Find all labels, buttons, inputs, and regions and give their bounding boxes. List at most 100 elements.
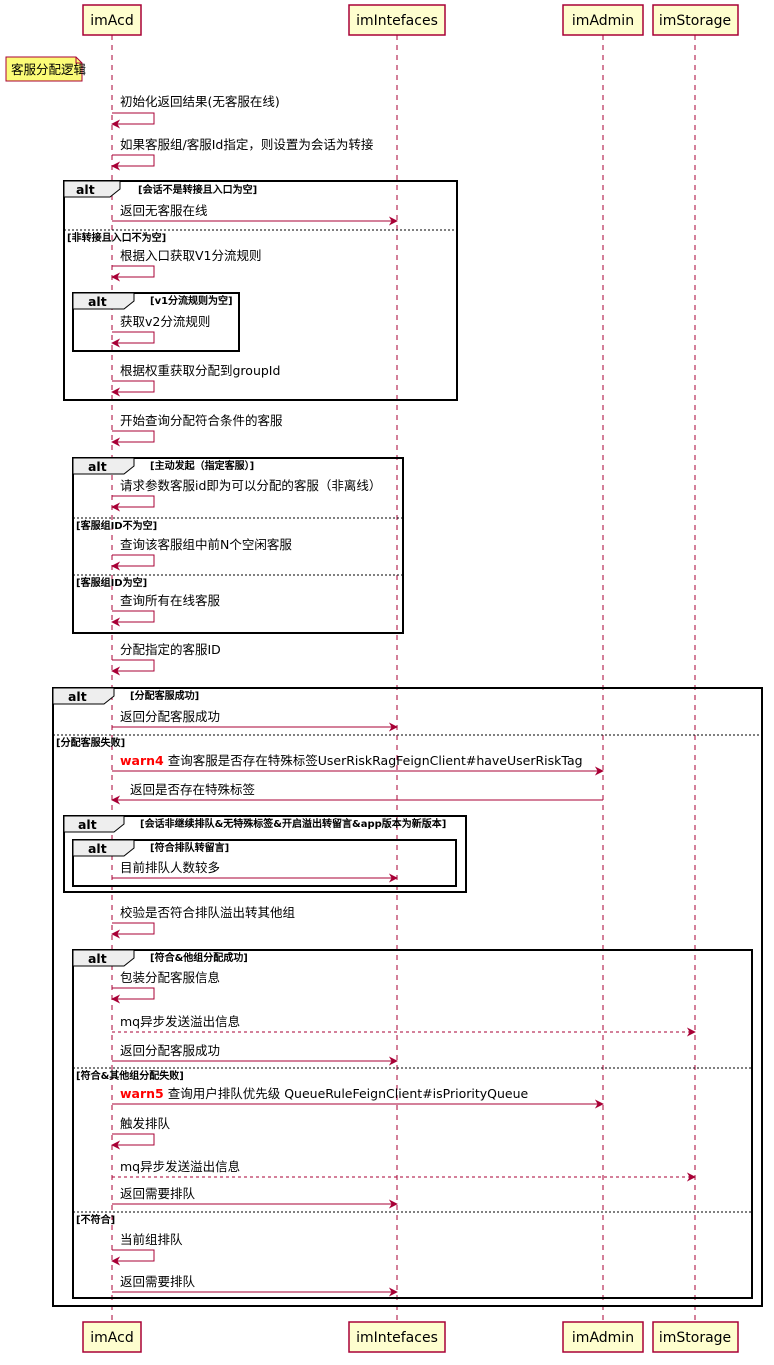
- message: 目前排队人数较多: [112, 860, 398, 883]
- self-message: 分配指定的客服ID: [111, 642, 221, 676]
- return-message: 返回是否存在特殊标签: [111, 782, 603, 805]
- alt-frame-5: alt [会话非继续排队&无特殊标签&开启溢出转留言&app版本为新版本]: [63, 815, 467, 893]
- message: warn5 查询用户排队优先级 QueueRuleFeignClient#isP…: [112, 1086, 604, 1109]
- message: 返回需要排队: [112, 1186, 398, 1209]
- message: warn4 查询客服是否存在特殊标签UserRiskRagFeignClient…: [112, 753, 604, 776]
- participant-imadmin-bottom: imAdmin: [562, 1321, 644, 1353]
- alt-frame-2: alt [v1分流规则为空]: [72, 292, 240, 352]
- alt-frame-7: alt [符合&他组分配成功] [符合&其他组分配失败] [不符合]: [72, 949, 753, 1299]
- warn-tag: warn4: [120, 753, 164, 768]
- participant-imintefaces-top: imIntefaces: [348, 4, 446, 36]
- alt-guard: [分配客服成功]: [130, 689, 199, 702]
- message-label: 获取v2分流规则: [120, 314, 210, 329]
- message-label: 查询该客服组中前N个空闲客服: [120, 537, 292, 552]
- async-message: mq异步发送溢出信息: [112, 1014, 696, 1037]
- message-label: mq异步发送溢出信息: [120, 1014, 240, 1029]
- lifelines: [111, 35, 696, 1322]
- alt-else-guard: [分配客服失败]: [56, 736, 125, 749]
- alt-guard: [会话非继续排队&无特殊标签&开启溢出转留言&app版本为新版本]: [140, 817, 446, 830]
- messages: 初始化返回结果(无客服在线) 如果客服组/客服Id指定，则设置为会话为转接 返回…: [111, 94, 696, 1297]
- message-label: 返回分配客服成功: [120, 1043, 220, 1058]
- message-label: 返回无客服在线: [120, 203, 208, 218]
- alt-keyword: alt: [76, 182, 95, 197]
- self-message: 请求参数客服id即为可以分配的客服（非离线）: [111, 478, 381, 512]
- participant-label: imAcd: [90, 13, 133, 29]
- alt-frame-1: alt [会话不是转接且入口为空] [非转接且入口不为空]: [63, 180, 458, 401]
- alt-keyword: alt: [88, 294, 107, 309]
- message-label: 开始查询分配符合条件的客服: [120, 413, 283, 428]
- message-label: 根据入口获取V1分流规则: [120, 248, 262, 263]
- self-message: 如果客服组/客服Id指定，则设置为会话为转接: [111, 137, 374, 171]
- message-label: 返回分配客服成功: [120, 709, 220, 724]
- alt-frames: alt [会话不是转接且入口为空] [非转接且入口不为空] alt [v1分流规…: [52, 180, 763, 1307]
- message-label: 返回需要排队: [120, 1186, 196, 1201]
- self-message: 校验是否符合排队溢出转其他组: [111, 905, 295, 939]
- message-label: 分配指定的客服ID: [120, 642, 221, 657]
- message-label: 包装分配客服信息: [120, 970, 220, 985]
- participant-imintefaces-bottom: imIntefaces: [348, 1321, 446, 1353]
- participant-imacd-top: imAcd: [82, 4, 142, 36]
- self-message: 查询所有在线客服: [111, 593, 221, 627]
- message-label: 根据权重获取分配到groupId: [120, 363, 280, 378]
- alt-guard: [v1分流规则为空]: [150, 294, 233, 307]
- message-label: warn4 查询客服是否存在特殊标签UserRiskRagFeignClient…: [120, 753, 583, 768]
- alt-frame-3: alt [主动发起（指定客服）] [客服组ID不为空] [客服组ID为空]: [72, 457, 404, 634]
- alt-else-guard: [不符合]: [76, 1213, 115, 1226]
- message-label: 查询所有在线客服: [120, 593, 221, 608]
- self-message: 当前组排队: [111, 1232, 183, 1266]
- message-label: 返回是否存在特殊标签: [130, 782, 256, 797]
- participant-label: imIntefaces: [356, 1330, 438, 1346]
- self-message: 根据权重获取分配到groupId: [111, 363, 280, 397]
- alt-guard: [符合&他组分配成功]: [150, 951, 248, 964]
- message: 返回无客服在线: [112, 203, 398, 226]
- message-label: warn5 查询用户排队优先级 QueueRuleFeignClient#isP…: [120, 1086, 529, 1101]
- message-label: 初始化返回结果(无客服在线): [120, 94, 280, 109]
- message-text: 查询用户排队优先级 QueueRuleFeignClient#isPriorit…: [168, 1086, 529, 1101]
- participant-label: imStorage: [659, 13, 731, 29]
- message-label: 请求参数客服id即为可以分配的客服（非离线）: [120, 478, 381, 493]
- participant-label: imAdmin: [572, 13, 634, 29]
- participant-label: imAdmin: [572, 1330, 634, 1346]
- alt-frame-6: alt [符合排队转留言]: [72, 839, 457, 887]
- message: 返回需要排队: [112, 1274, 398, 1297]
- alt-frame-4: alt [分配客服成功] [分配客服失败]: [52, 687, 763, 1307]
- message-label: 返回需要排队: [120, 1274, 196, 1289]
- self-message: 包装分配客服信息: [111, 970, 220, 1004]
- alt-else-guard: [非转接且入口不为空]: [67, 231, 166, 244]
- participant-imacd-bottom: imAcd: [82, 1321, 142, 1353]
- alt-else-guard: [客服组ID为空]: [76, 576, 147, 589]
- warn-tag: warn5: [120, 1086, 164, 1101]
- note: 客服分配逻辑: [5, 56, 86, 82]
- alt-keyword: alt: [88, 841, 107, 856]
- self-message: 开始查询分配符合条件的客服: [111, 413, 283, 447]
- participant-label: imIntefaces: [356, 13, 438, 29]
- self-message: 初始化返回结果(无客服在线): [111, 94, 280, 129]
- message-label: 目前排队人数较多: [120, 860, 220, 875]
- async-message: mq异步发送溢出信息: [112, 1159, 696, 1182]
- participant-imadmin-top: imAdmin: [562, 4, 644, 36]
- message-label: mq异步发送溢出信息: [120, 1159, 240, 1174]
- self-message: 根据入口获取V1分流规则: [111, 248, 262, 282]
- participant-imstorage-bottom: imStorage: [652, 1321, 739, 1353]
- note-text: 客服分配逻辑: [11, 62, 86, 77]
- alt-else-guard: [符合&其他组分配失败]: [76, 1069, 184, 1082]
- message-label: 当前组排队: [120, 1232, 183, 1247]
- alt-guard: [符合排队转留言]: [150, 841, 229, 854]
- participant-label: imAcd: [90, 1330, 133, 1346]
- self-message: 查询该客服组中前N个空闲客服: [111, 537, 292, 571]
- alt-keyword: alt: [88, 951, 107, 966]
- self-message: 触发排队: [111, 1116, 171, 1150]
- message: 返回分配客服成功: [112, 1043, 398, 1066]
- message: 返回分配客服成功: [112, 709, 398, 732]
- message-label: 如果客服组/客服Id指定，则设置为会话为转接: [120, 137, 374, 152]
- alt-else-guard: [客服组ID不为空]: [76, 519, 157, 532]
- alt-keyword: alt: [88, 459, 107, 474]
- alt-keyword: alt: [78, 817, 97, 832]
- participant-label: imStorage: [659, 1330, 731, 1346]
- alt-keyword: alt: [68, 689, 87, 704]
- alt-guard: [会话不是转接且入口为空]: [138, 183, 257, 196]
- message-label: 校验是否符合排队溢出转其他组: [120, 905, 295, 920]
- message-label: 触发排队: [120, 1116, 171, 1131]
- message-text: 查询客服是否存在特殊标签UserRiskRagFeignClient#haveU…: [168, 753, 583, 768]
